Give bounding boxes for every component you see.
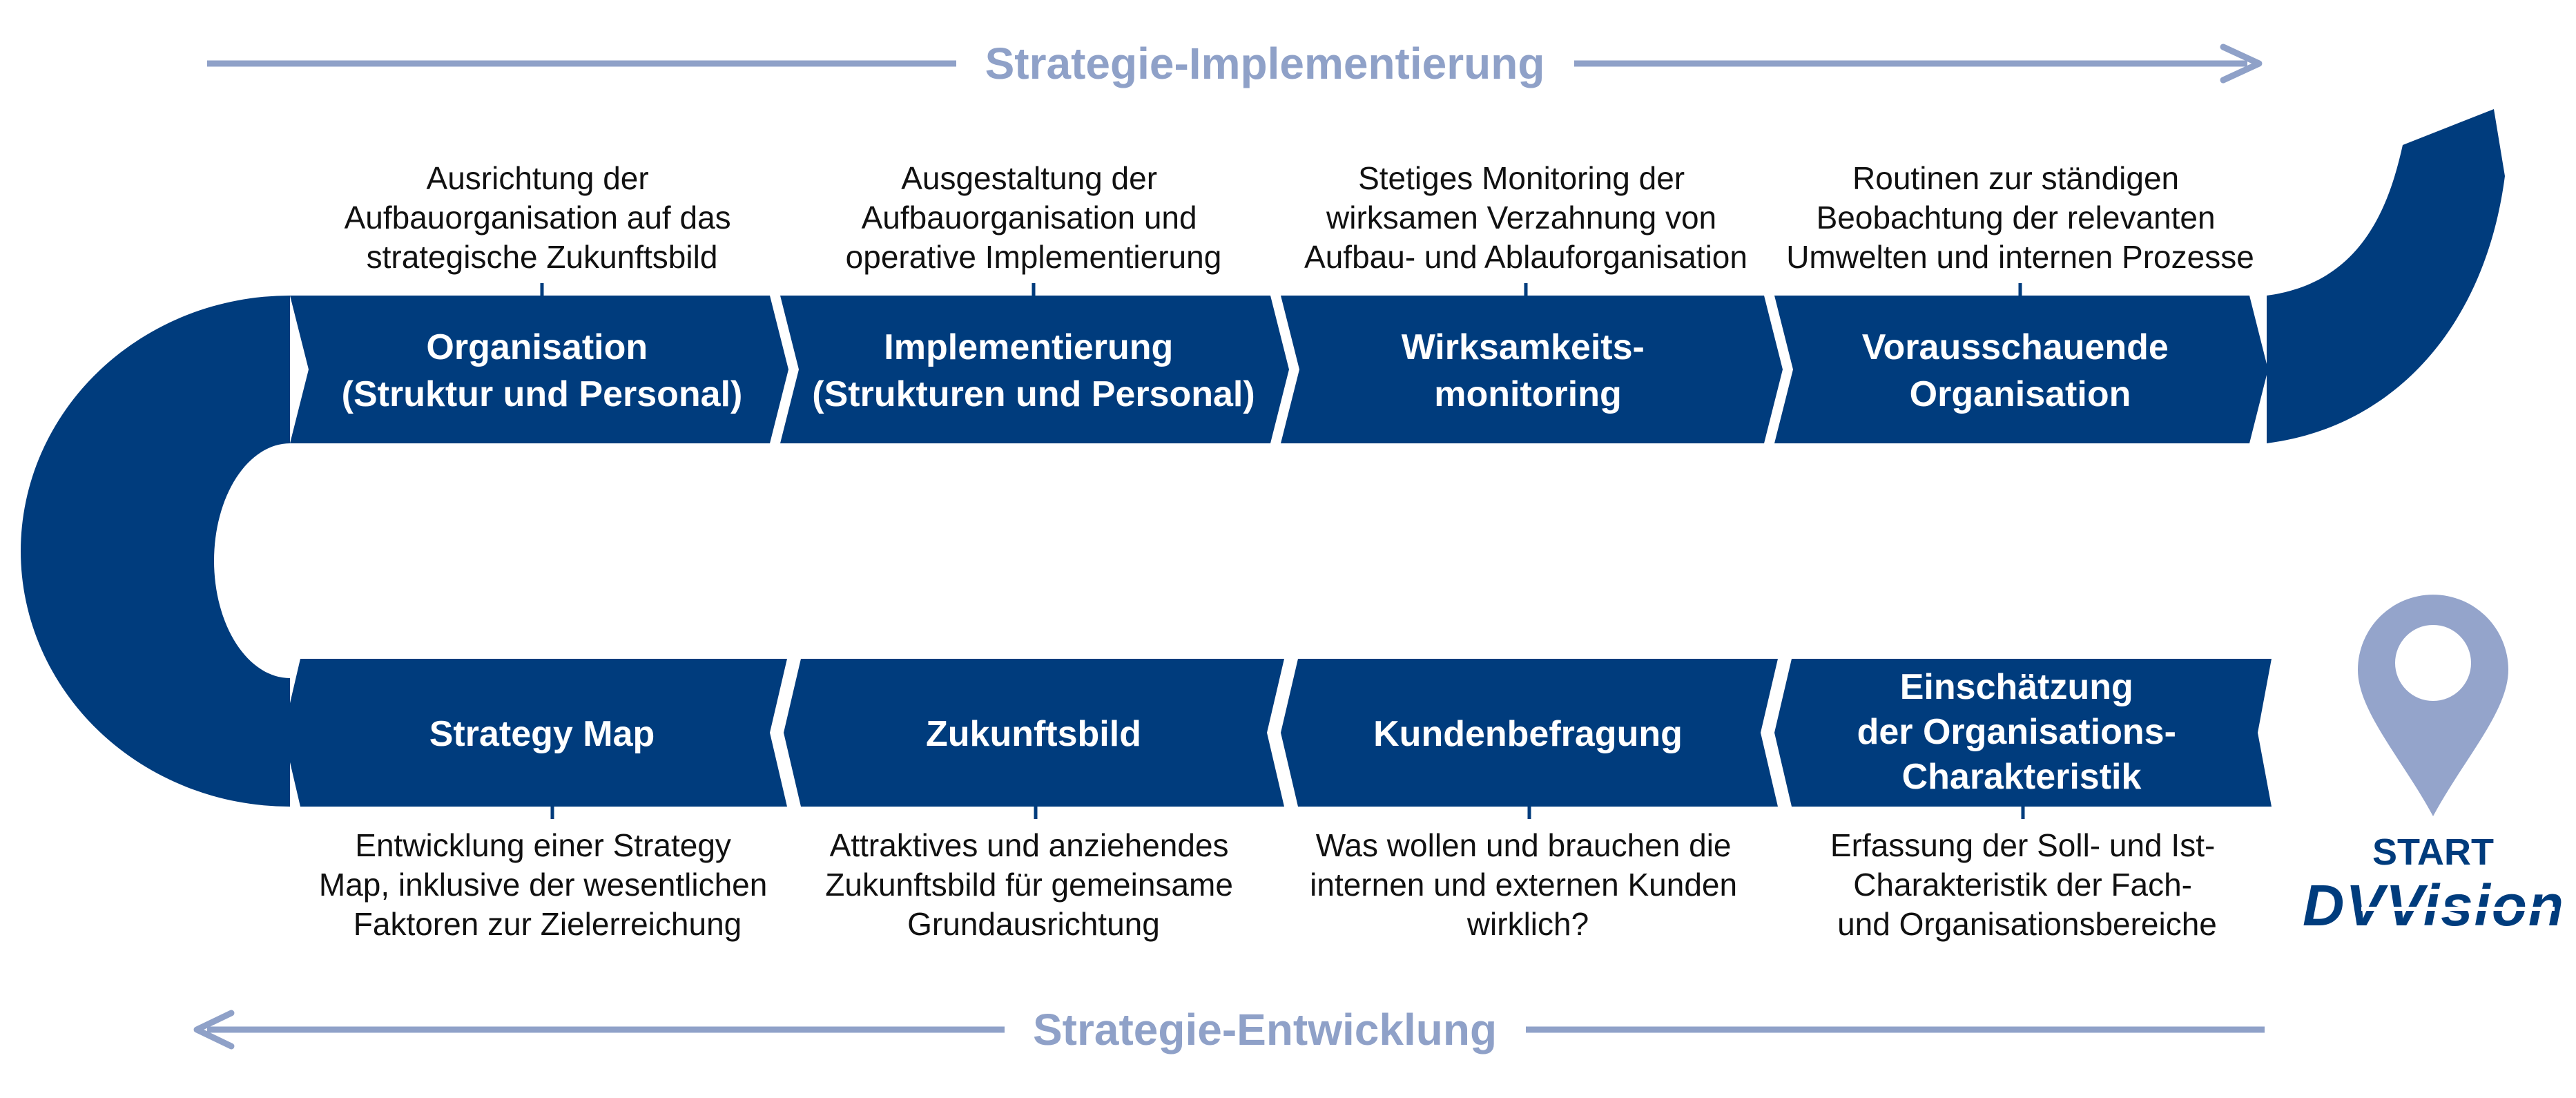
step-description: Erfassung der Soll- und Ist- Charakteris…	[1830, 827, 2224, 942]
top-step-3: Wirksamkeits- monitoring Stetiges Monito…	[1304, 160, 1747, 414]
bottom-step-chevron	[1774, 659, 2272, 807]
phase-bottom-label: Strategie-Entwicklung	[1033, 1005, 1497, 1054]
top-step-4: Vorausschauende Organisation Routinen zu…	[1786, 160, 2254, 414]
top-step-chevron	[290, 296, 788, 443]
bottom-step-row	[283, 659, 2272, 807]
step-title: Kundenbefragung	[1373, 714, 1683, 754]
connector-ticks	[540, 283, 2025, 819]
phase-implementierung: Strategie-Implementierung	[207, 39, 2263, 88]
location-pin-shape	[2358, 595, 2508, 816]
top-step-chevron	[780, 296, 1289, 443]
step-title: Strategy Map	[429, 714, 655, 754]
step-description: Stetiges Monitoring der wirksamen Verzah…	[1304, 160, 1747, 275]
step-title: Organisation (Struktur und Personal)	[342, 327, 743, 414]
step-description: Routinen zur ständigen Beobachtung der r…	[1786, 160, 2254, 275]
step-title: Zukunftsbild	[926, 714, 1141, 754]
bottom-step-4: Einschätzung der Organisations- Charakte…	[1830, 667, 2224, 942]
top-step-2: Implementierung (Strukturen und Personal…	[812, 160, 1255, 414]
step-title: Wirksamkeits- monitoring	[1402, 327, 1655, 414]
step-description: Entwicklung einer Strategy Map, inklusiv…	[319, 827, 776, 942]
location-pin-icon	[2358, 595, 2508, 816]
bottom-step-3: Kundenbefragung Was wollen und brauchen …	[1310, 714, 1746, 942]
step-title: Implementierung (Strukturen und Personal…	[812, 327, 1255, 414]
phase-entwicklung: Strategie-Entwicklung	[193, 1005, 2265, 1054]
brand-logo-text: DVVision	[2303, 873, 2565, 938]
phase-top-label: Strategie-Implementierung	[985, 39, 1545, 88]
step-description: Was wollen und brauchen die internen und…	[1310, 827, 1746, 942]
bottom-step-2: Zukunftsbild Attraktives und anziehendes…	[825, 714, 1241, 942]
bottom-step-chevron	[1281, 659, 1778, 807]
top-step-chevron	[1281, 296, 1783, 443]
road-curve-right	[2267, 109, 2505, 443]
bottom-step-1: Strategy Map Entwicklung einer Strategy …	[319, 714, 776, 942]
location-pin-hole	[2395, 625, 2471, 701]
phase-top-arrowhead	[2220, 44, 2263, 84]
start-marker: START DVVision	[2303, 595, 2565, 938]
bottom-step-chevron	[283, 659, 787, 807]
step-title: Einschätzung der Organisations- Charakte…	[1857, 667, 2187, 797]
step-description: Ausrichtung der Aufbauorganisation auf d…	[345, 160, 740, 275]
top-step-chevron	[1774, 296, 2268, 443]
road-curve-left	[21, 296, 290, 807]
step-title: Vorausschauende Organisation	[1862, 327, 2179, 414]
phase-bottom-arrowhead	[193, 1010, 235, 1050]
top-step-1: Organisation (Struktur und Personal) Aus…	[342, 160, 743, 414]
dvvision-logo: DVVision	[2303, 873, 2565, 938]
top-step-row	[290, 296, 2268, 443]
bottom-step-chevron	[784, 659, 1284, 807]
step-description: Attraktives und anziehendes Zukunftsbild…	[825, 827, 1241, 942]
start-label: START	[2372, 831, 2494, 873]
step-description: Ausgestaltung der Aufbauorganisation und…	[846, 160, 1222, 275]
